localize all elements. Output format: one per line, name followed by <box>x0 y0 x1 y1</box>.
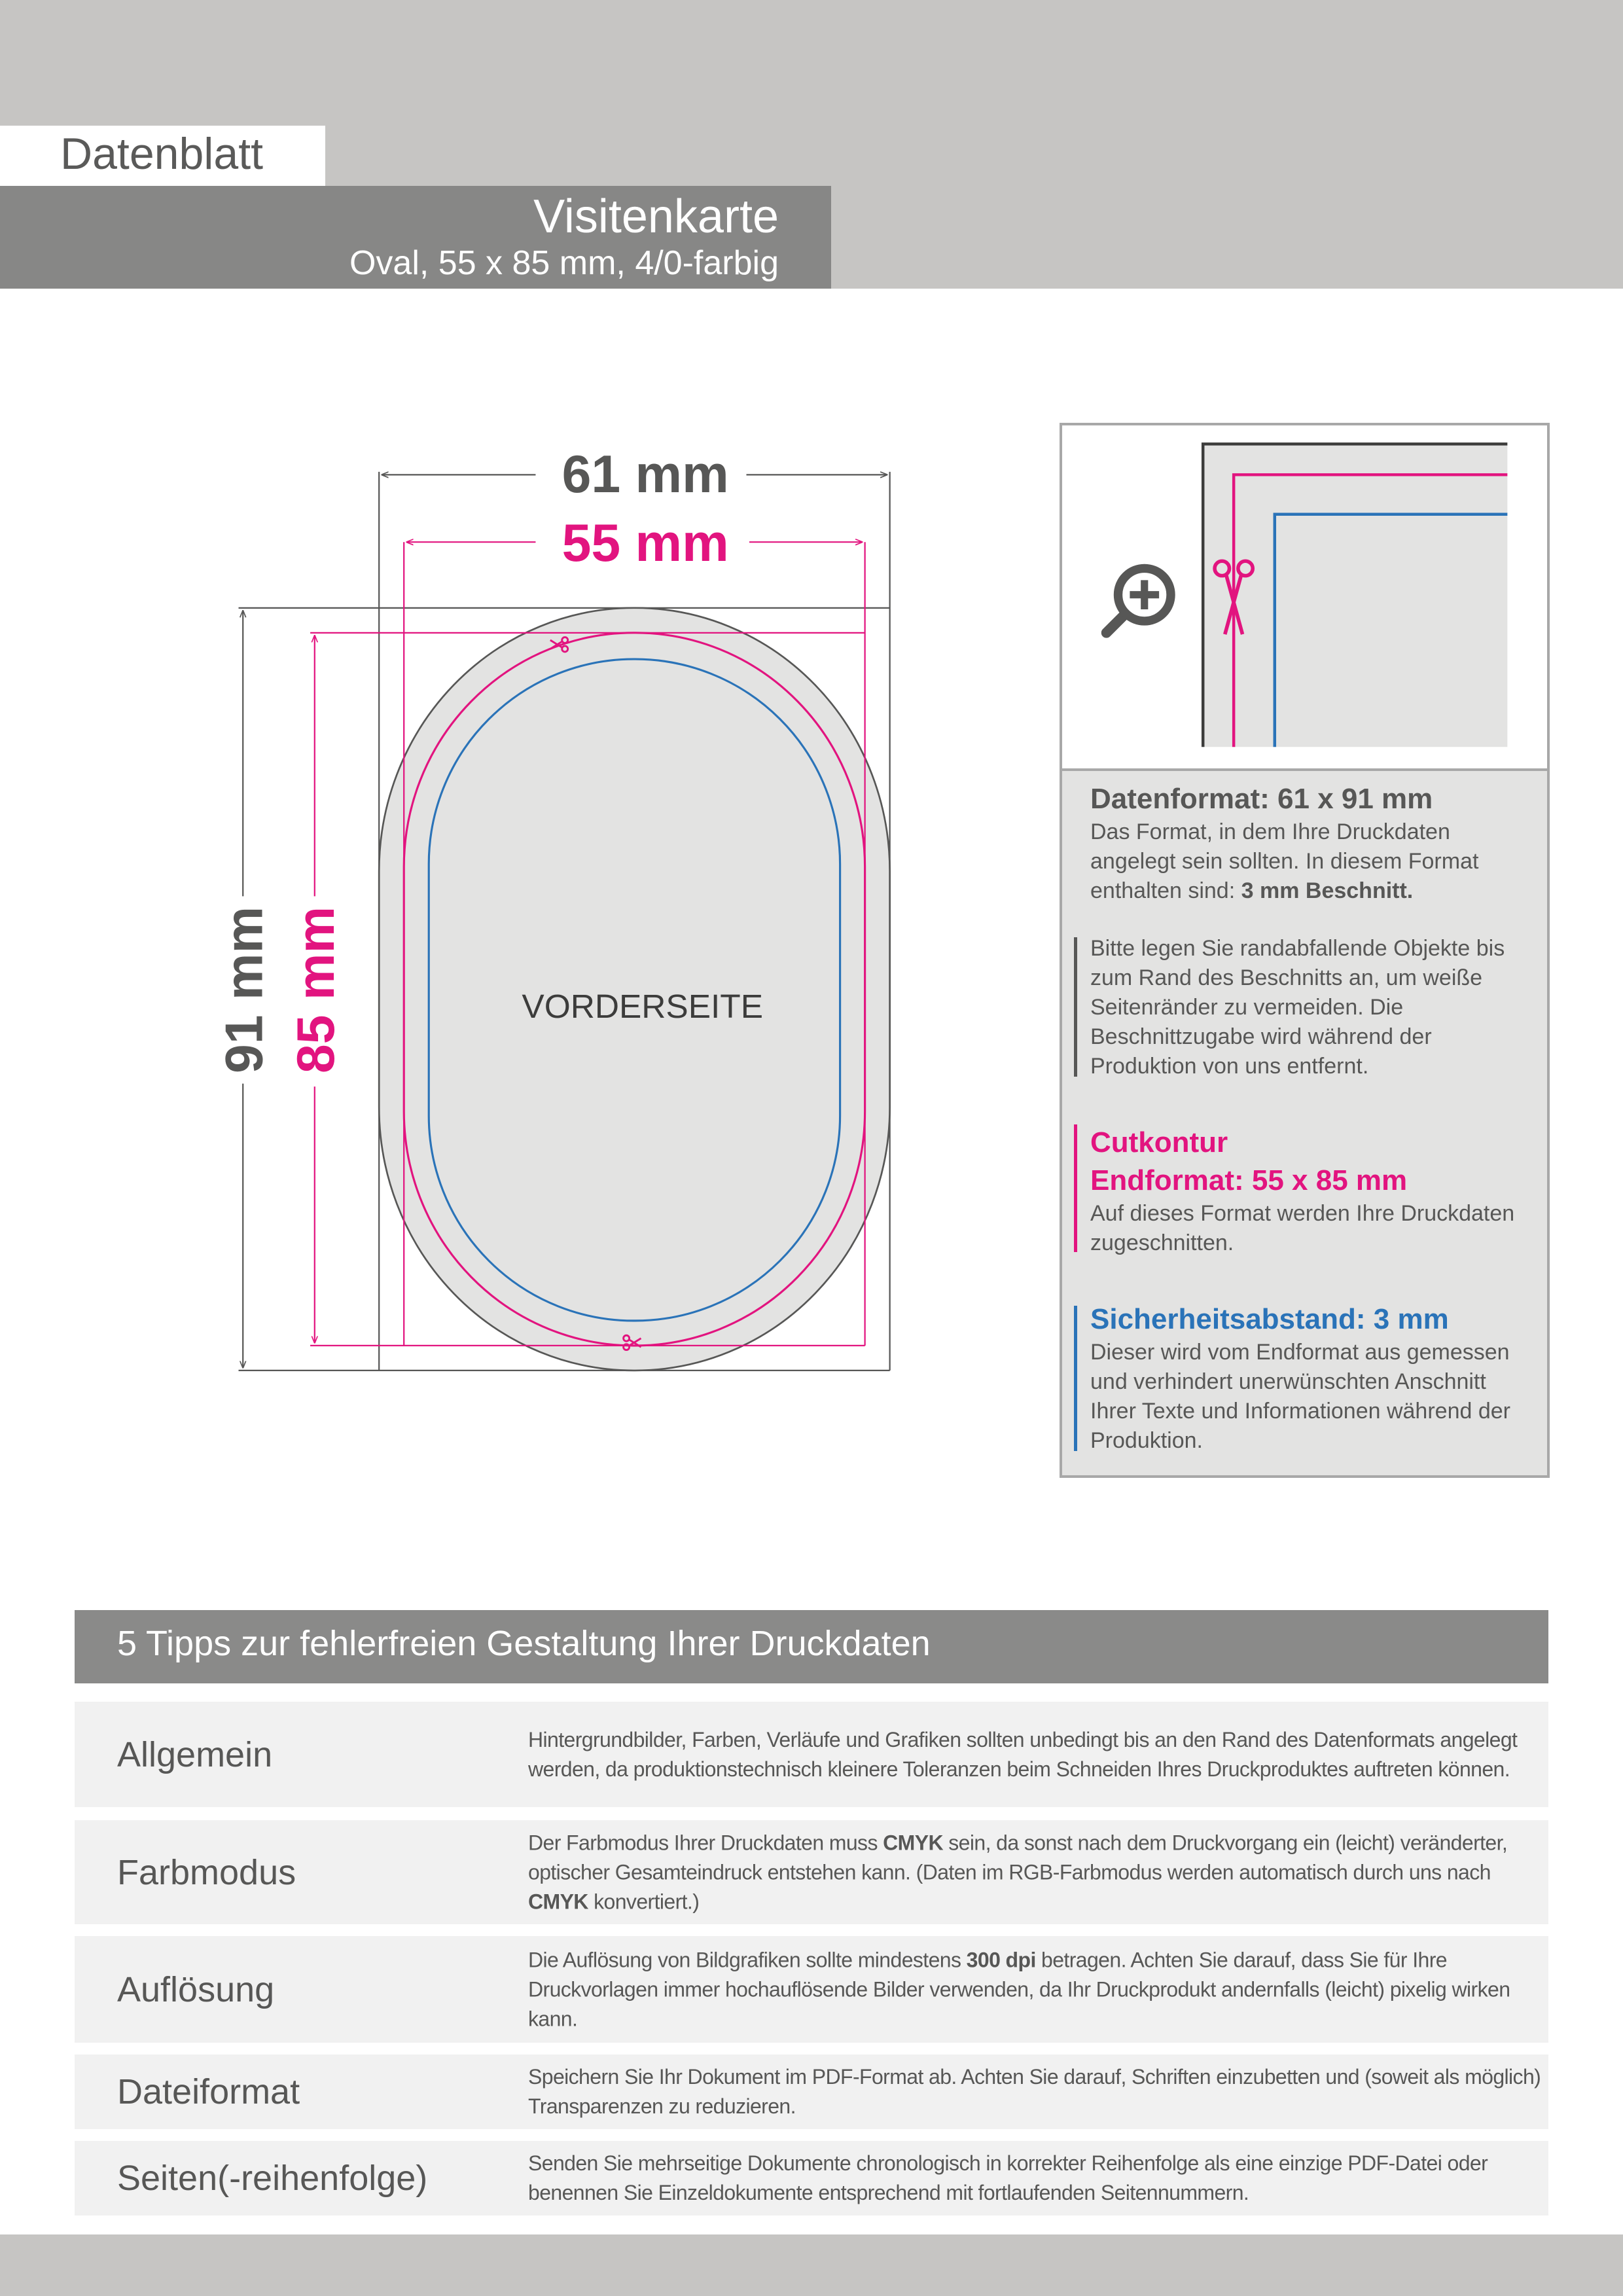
tip-label: Seiten(-reihenfolge) <box>117 2159 428 2198</box>
side-label: VORDERSEITE <box>522 987 763 1025</box>
tip-bold: 300 dpi <box>966 1948 1037 1971</box>
safety-contour <box>427 658 842 1322</box>
title-bar <box>0 186 831 289</box>
tip-text: Die Auflösung von Bildgrafiken sollte mi… <box>528 1948 967 1971</box>
tip-text: Hintergrundbilder, Farben, Verläufe und … <box>528 1727 1518 1781</box>
bleed-note: Bitte legen Sie randabfallende Objekte b… <box>1090 936 1505 1079</box>
safety-heading: Sicherheitsabstand: 3 mm <box>1090 1303 1449 1335</box>
tip-row: Farbmodus Der Farbmodus Ihrer Druckdaten… <box>75 1820 1548 1924</box>
page-title: Visitenkarte <box>533 190 779 243</box>
width-data-label: 61 mm <box>562 445 729 504</box>
doc-label: Datenblatt <box>60 129 263 179</box>
tip-row: Auflösung Die Auflösung von Bildgrafiken… <box>75 1936 1548 2043</box>
tips-title: 5 Tipps zur fehlerfreien Gestaltung Ihre… <box>117 1624 931 1663</box>
tip-label: Farbmodus <box>117 1852 296 1892</box>
height-data-label: 91 mm <box>215 906 274 1073</box>
tip-description: Speichern Sie Ihr Dokument im PDF-Format… <box>528 2062 1543 2121</box>
scissors-icon <box>550 636 569 653</box>
cut-heading: Cutkontur <box>1090 1126 1228 1158</box>
scissors-icon <box>622 1334 642 1352</box>
tip-description: Der Farbmodus Ihrer Druckdaten muss CMYK… <box>528 1828 1543 1916</box>
safety-info: Sicherheitsabstand: 3 mm Dieser wird vom… <box>1090 1301 1535 1456</box>
page-subtitle: Oval, 55 x 85 mm, 4/0-farbig <box>349 244 779 282</box>
tip-text: betragen. Achten Sie darauf, dass Sie fü… <box>528 1948 1510 2030</box>
cut-info: Cutkontur Endformat: 55 x 85 mm Auf dies… <box>1090 1123 1535 1258</box>
tip-text: konvertiert.) <box>588 1890 700 1913</box>
bleed-shape <box>378 607 891 1372</box>
safety-body: Dieser wird vom Endformat aus gemessen u… <box>1090 1340 1510 1453</box>
tip-row: Allgemein Hintergrundbilder, Farben, Ver… <box>75 1702 1548 1807</box>
doc-label-box <box>0 126 325 186</box>
tip-text: sein, da sonst nach dem Druckvorgang ein… <box>528 1831 1508 1884</box>
zoom-in-icon <box>1101 564 1175 638</box>
bleed-note-bar <box>1074 937 1077 1077</box>
cut-bar <box>1074 1124 1077 1252</box>
tip-row: Seiten(-reihenfolge) Senden Sie mehrseit… <box>75 2141 1548 2215</box>
cut-contour <box>402 632 866 1347</box>
data-format-info: Datenformat: 61 x 91 mm Das Format, in d… <box>1090 781 1535 906</box>
tip-label: Allgemein <box>117 1734 273 1774</box>
cut-body: Auf dieses Format werden Ihre Druckdaten… <box>1090 1201 1515 1255</box>
safety-bar <box>1074 1306 1077 1451</box>
tip-text: Der Farbmodus Ihrer Druckdaten muss <box>528 1831 883 1854</box>
height-final-label: 85 mm <box>287 906 346 1073</box>
tip-description: Hintergrundbilder, Farben, Verläufe und … <box>528 1725 1543 1784</box>
tip-text: Senden Sie mehrseitige Dokumente chronol… <box>528 2151 1488 2204</box>
scissors-icon <box>1213 559 1255 635</box>
data-format-heading: Datenformat: 61 x 91 mm <box>1090 783 1433 815</box>
tips-header <box>75 1610 1548 1683</box>
cut-format-heading: Endformat: 55 x 85 mm <box>1090 1164 1408 1196</box>
tip-bold: CMYK <box>883 1831 943 1854</box>
data-format-body: Das Format, in dem Ihre Druckdaten angel… <box>1090 819 1479 903</box>
tip-label: Dateiformat <box>117 2072 300 2111</box>
width-final-label: 55 mm <box>562 514 729 573</box>
data-format-bold: 3 mm Beschnitt. <box>1241 878 1414 903</box>
tip-label: Auflösung <box>117 1969 275 2009</box>
footer-band <box>0 2234 1623 2296</box>
tip-text: Speichern Sie Ihr Dokument im PDF-Format… <box>528 2065 1541 2118</box>
tip-description: Die Auflösung von Bildgrafiken sollte mi… <box>528 1945 1543 2034</box>
tip-bold: CMYK <box>528 1890 588 1913</box>
tip-description: Senden Sie mehrseitige Dokumente chronol… <box>528 2149 1543 2208</box>
corner-preview <box>1201 442 1508 747</box>
tip-row: Dateiformat Speichern Sie Ihr Dokument i… <box>75 2054 1548 2129</box>
